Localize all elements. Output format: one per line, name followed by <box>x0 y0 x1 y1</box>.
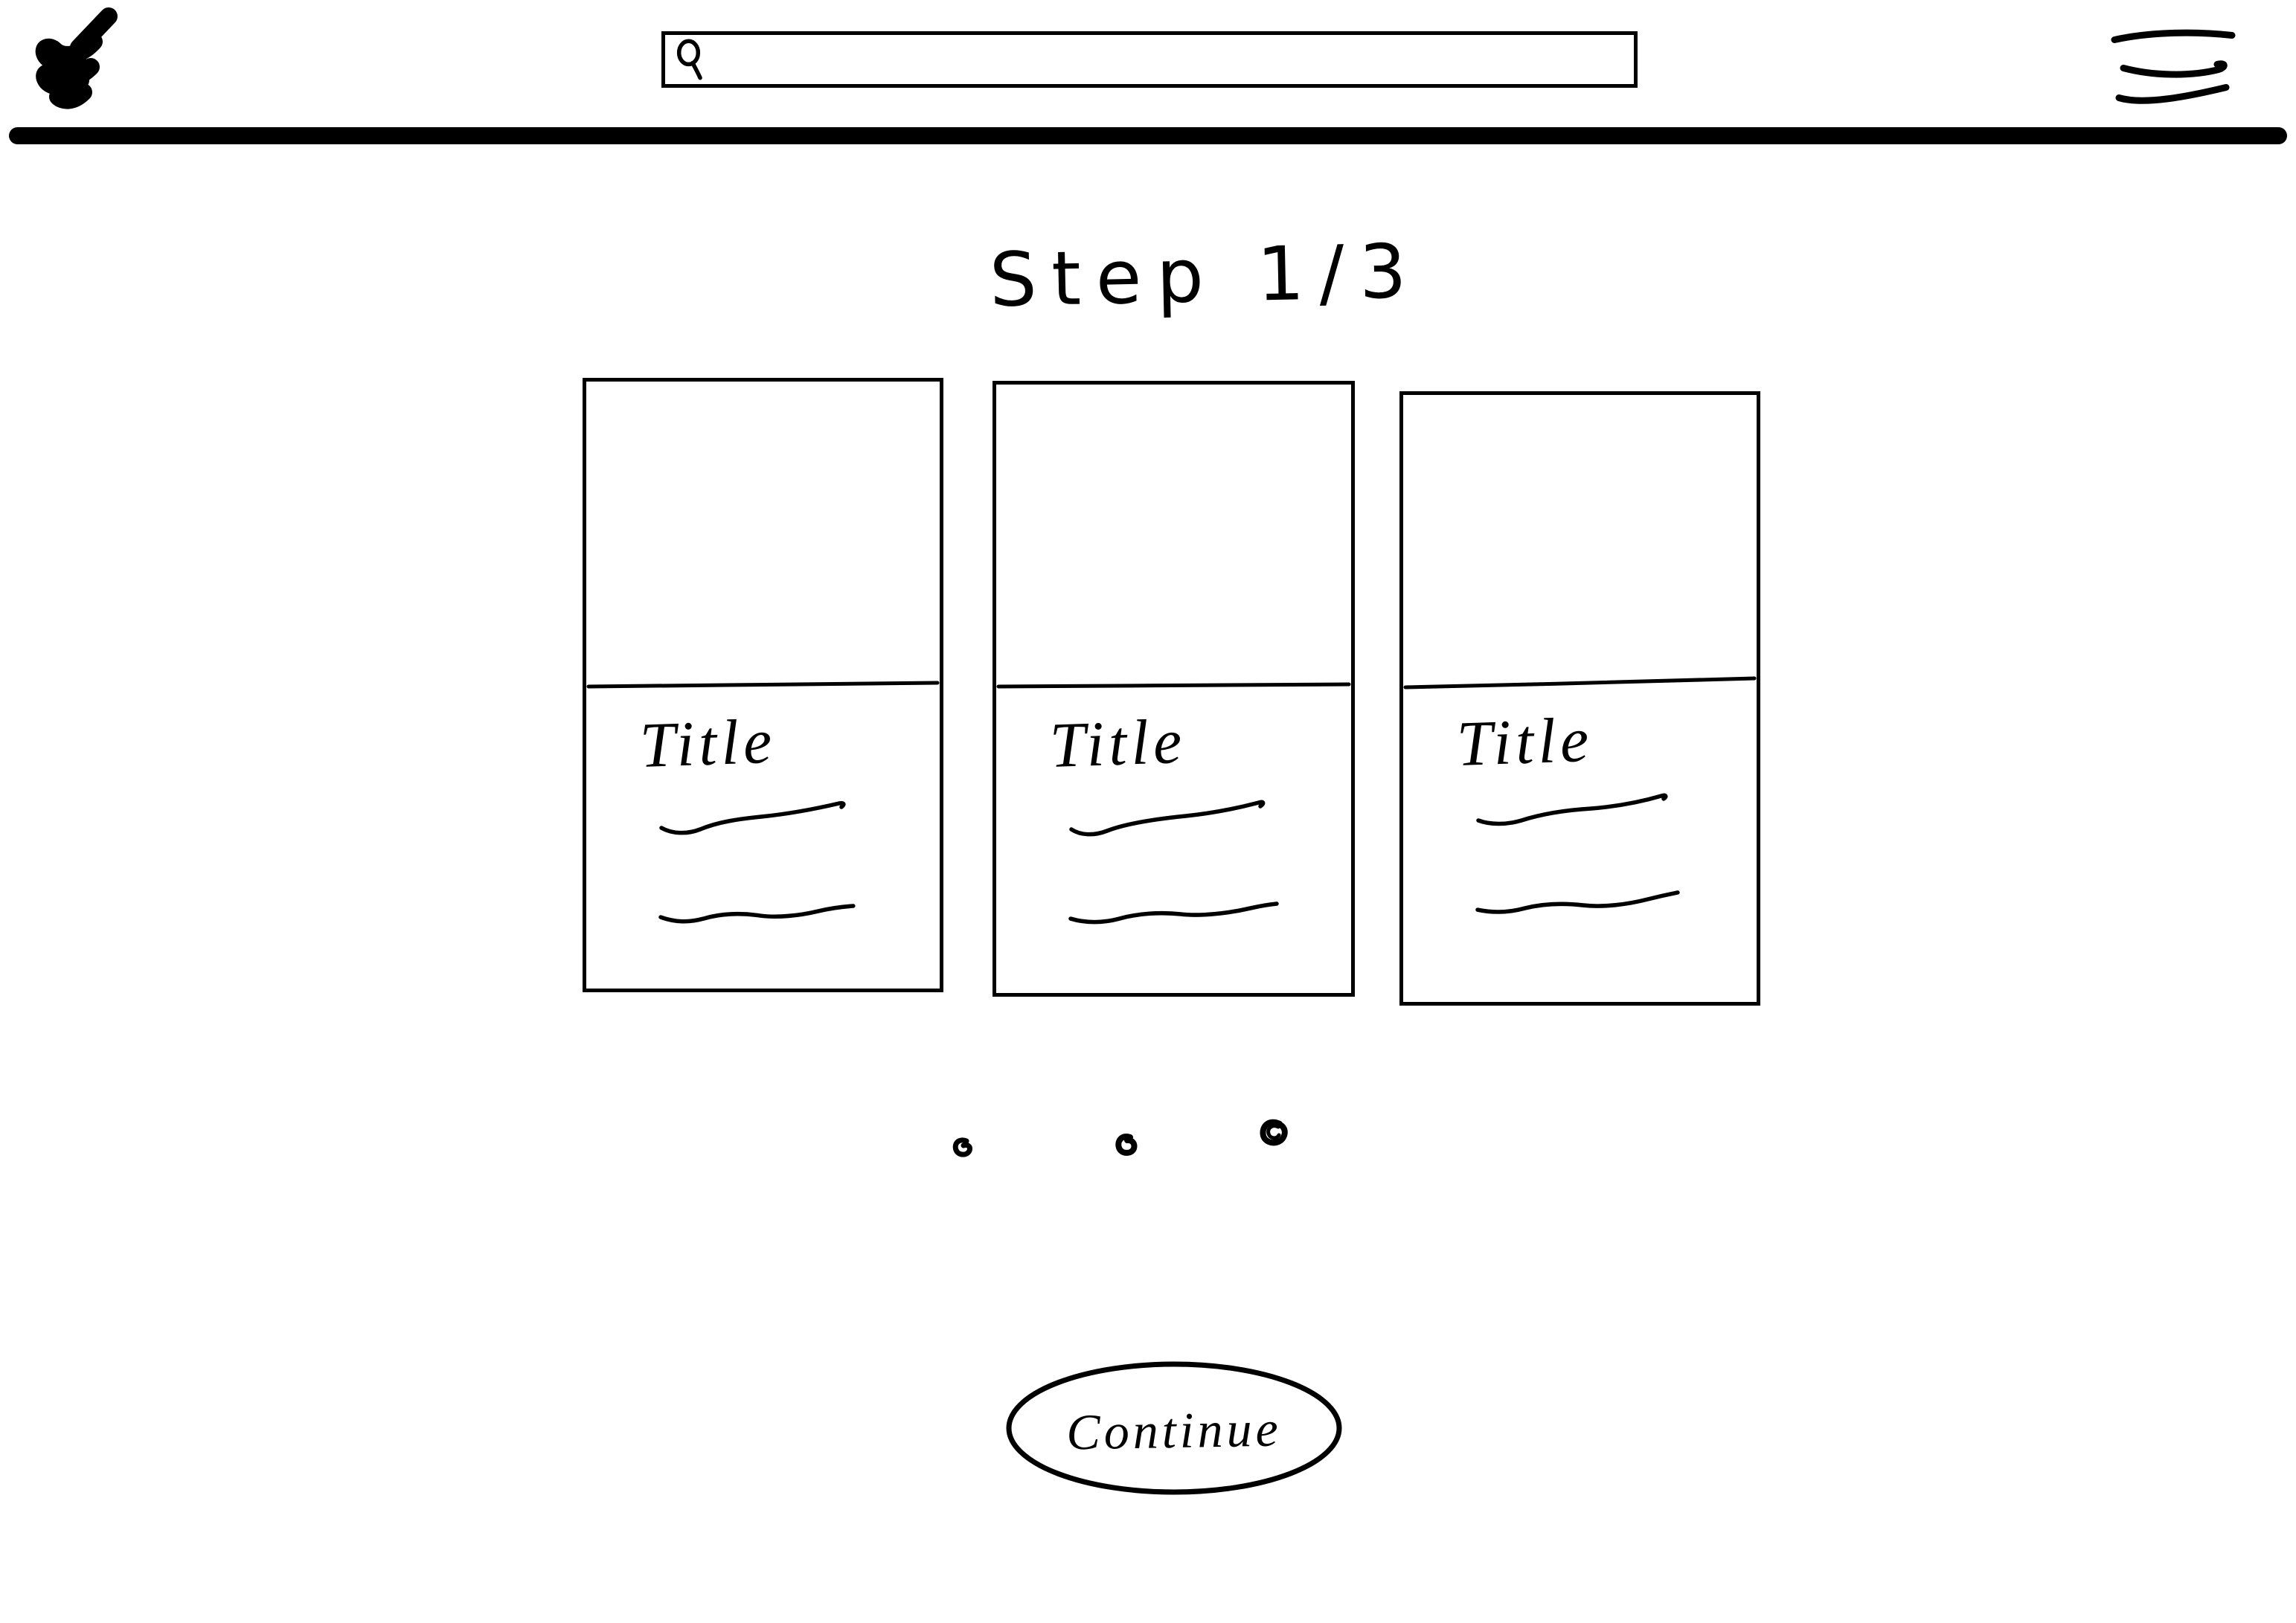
hamburger-menu-icon[interactable] <box>2107 21 2241 112</box>
card-title: Title <box>638 704 777 782</box>
card-divider-line <box>996 682 1351 689</box>
continue-label: Continue <box>1065 1399 1283 1461</box>
carousel-dot[interactable] <box>949 1134 976 1161</box>
text-placeholder-line <box>1069 800 1266 837</box>
card[interactable]: Title <box>1399 391 1760 1006</box>
header-divider <box>9 127 2287 144</box>
card-divider-line <box>1403 676 1757 690</box>
text-placeholder-line <box>659 801 846 835</box>
logo-scribble-icon[interactable] <box>21 4 125 116</box>
text-placeholder-line <box>1476 793 1668 826</box>
card-body: Title <box>1403 701 1757 916</box>
card-body: Title <box>996 703 1351 926</box>
card[interactable]: Title <box>583 378 943 992</box>
image-placeholder <box>996 385 1351 678</box>
carousel-dot[interactable] <box>1112 1131 1141 1160</box>
card-title: Title <box>1455 703 1594 780</box>
text-placeholder-line <box>1475 890 1680 914</box>
text-placeholder-line <box>1068 902 1279 925</box>
card-title: Title <box>1048 704 1187 782</box>
card[interactable]: Title <box>993 381 1355 997</box>
image-placeholder <box>586 382 940 678</box>
search-bar[interactable] <box>661 31 1638 88</box>
image-placeholder <box>1403 395 1757 676</box>
carousel-dot[interactable] <box>1256 1117 1292 1153</box>
search-input[interactable] <box>714 35 1634 84</box>
text-placeholder-line <box>658 904 856 924</box>
step-indicator: Step 1/3 <box>988 227 1423 324</box>
card-body: Title <box>586 703 940 926</box>
button-outline-ellipse <box>1006 1361 1342 1495</box>
search-icon <box>676 39 702 80</box>
continue-button[interactable]: Continue <box>1004 1360 1344 1497</box>
card-divider-line <box>586 681 940 689</box>
